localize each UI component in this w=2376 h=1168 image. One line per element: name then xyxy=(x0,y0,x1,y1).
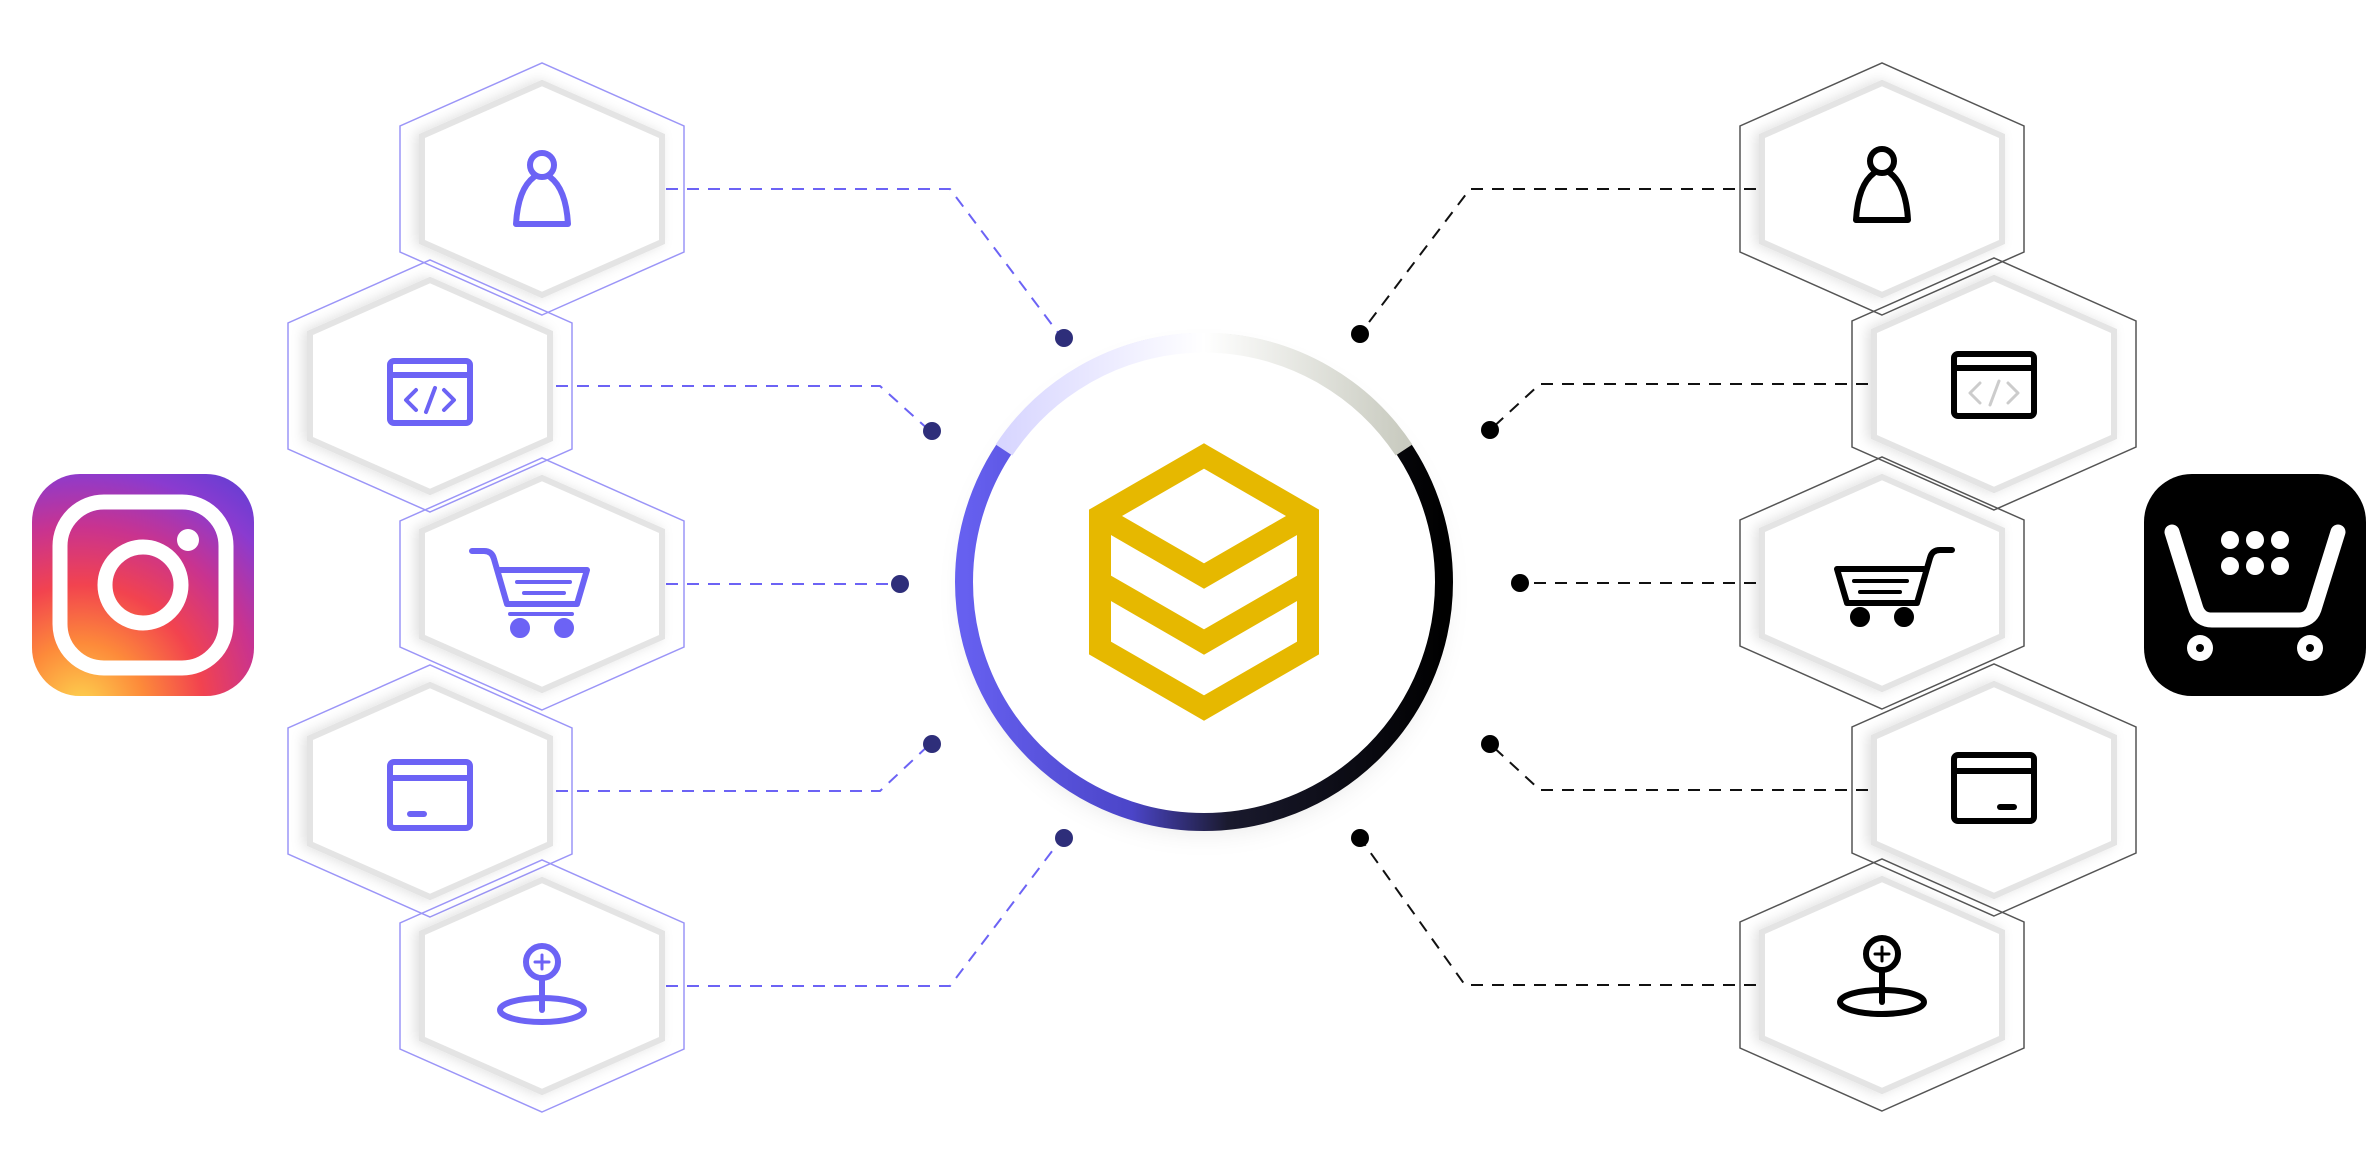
right-connectors xyxy=(1359,188,1868,986)
connector-code-left xyxy=(556,385,931,432)
endpoint-dot xyxy=(1481,735,1499,753)
left-hexagons xyxy=(287,62,685,1113)
hex-customer-left xyxy=(399,62,685,316)
connector-payment-left xyxy=(556,743,931,792)
endpoint-dot xyxy=(1481,421,1499,439)
hex-payment-right xyxy=(1851,663,2137,917)
left-icons xyxy=(387,150,590,1025)
hex-code-right xyxy=(1851,257,2137,511)
person-icon xyxy=(513,150,571,227)
code-window-icon xyxy=(387,358,473,426)
endpoint-dot xyxy=(891,575,909,593)
endpoint-dot xyxy=(1351,325,1369,343)
hex-customer-right xyxy=(1739,62,2025,316)
connector-code-right xyxy=(1489,383,1868,431)
right-endpoints xyxy=(1351,325,1529,847)
code-window-icon xyxy=(1951,351,2037,419)
card-window-icon xyxy=(1951,752,2037,824)
location-pin-icon xyxy=(1837,935,1927,1017)
endpoint-dot xyxy=(1511,574,1529,592)
hub-ring-highlight xyxy=(995,332,1413,456)
shopping-cart-icon xyxy=(469,548,590,638)
connector-customer-right xyxy=(1359,188,1756,335)
endpoint-dot xyxy=(923,422,941,440)
instagram-logo-icon xyxy=(52,494,234,676)
hex-code-left xyxy=(287,259,573,513)
instagram-app-icon xyxy=(32,474,254,696)
connector-location-left xyxy=(666,837,1063,987)
endpoint-dot xyxy=(923,735,941,753)
hex-payment-left xyxy=(287,664,573,918)
left-connectors xyxy=(556,188,1063,987)
connector-customer-left xyxy=(666,188,1063,339)
central-hub xyxy=(955,332,1453,831)
ecwid-app-icon xyxy=(2144,474,2366,696)
endpoint-dot xyxy=(1351,829,1369,847)
endpoint-dot xyxy=(1055,829,1073,847)
endpoint-dot xyxy=(1055,329,1073,347)
stacked-layers-logo-icon xyxy=(1089,443,1319,721)
person-icon xyxy=(1853,146,1911,223)
right-icons xyxy=(1834,146,2037,1017)
left-endpoints xyxy=(891,329,1073,847)
shopping-cart-icon xyxy=(1834,547,1955,627)
location-pin-icon xyxy=(497,943,587,1025)
connector-payment-right xyxy=(1489,743,1868,791)
card-window-icon xyxy=(387,759,473,831)
connector-location-right xyxy=(1359,837,1756,986)
ecwid-cart-logo-icon xyxy=(2164,524,2346,661)
right-hexagons xyxy=(1739,62,2137,1112)
